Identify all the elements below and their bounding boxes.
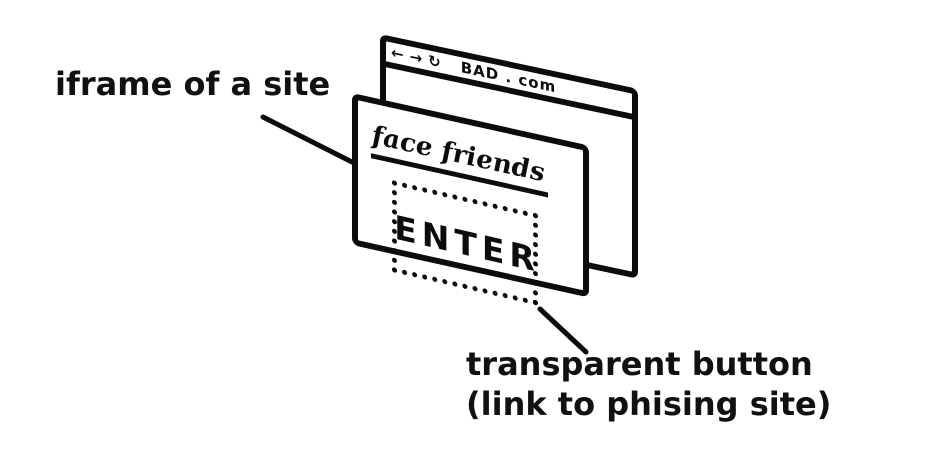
transparent-button-label: transparent button (link to phising site… — [466, 344, 831, 424]
iframe-label: iframe of a site — [55, 65, 331, 103]
forward-icon[interactable]: → — [409, 46, 423, 68]
address-bar-url[interactable]: BAD . com — [460, 58, 557, 97]
enter-button[interactable]: ENTER — [394, 207, 540, 280]
transparent-button-label-line2: (link to phising site) — [466, 385, 832, 423]
iframe-label-connector — [260, 114, 355, 165]
back-icon[interactable]: ← — [391, 42, 404, 64]
transparent-button-label-line1: transparent button — [466, 345, 813, 383]
refresh-icon[interactable]: ↻ — [428, 50, 441, 72]
